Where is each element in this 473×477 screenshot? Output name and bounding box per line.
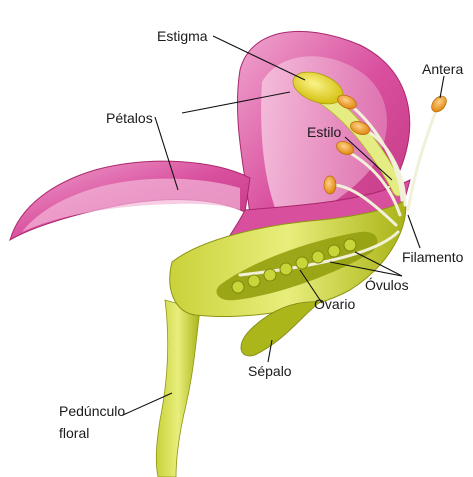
label-estigma: Estigma — [157, 28, 208, 44]
leader-antera — [440, 76, 444, 98]
leader-filamento — [408, 215, 420, 248]
stem — [156, 300, 200, 477]
label-pedunculo-line2: floral — [59, 425, 89, 441]
label-estilo: Estilo — [307, 124, 341, 140]
petal-left-inner — [22, 179, 240, 232]
label-filamento: Filamento — [402, 249, 464, 265]
label-sepalo: Sépalo — [248, 363, 292, 379]
label-ovulos: Óvulos — [365, 277, 409, 293]
label-petalos: Pétalos — [106, 110, 153, 126]
label-ovario: Ovario — [314, 296, 355, 312]
label-antera: Antera — [422, 61, 463, 77]
label-pedunculo-line1: Pedúnculo — [59, 403, 125, 419]
